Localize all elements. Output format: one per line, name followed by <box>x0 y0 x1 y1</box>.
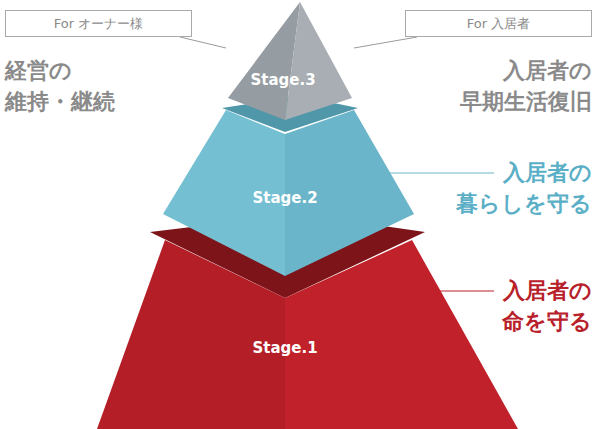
stage-shape <box>226 0 354 122</box>
caption-text: 入居者の 暮らしを守る <box>442 158 592 220</box>
target-box: For 入居者 <box>405 10 592 37</box>
target-label: For オーナー様 <box>54 15 143 33</box>
stage-face <box>97 240 285 429</box>
caption-text: 経営の 維持・継続 <box>5 56 135 118</box>
target-label: For 入居者 <box>467 15 530 33</box>
stage-label: Stage.2 <box>252 189 317 207</box>
target-box: For オーナー様 <box>5 10 192 37</box>
stage-face <box>285 2 352 120</box>
stage-face <box>285 240 518 429</box>
caption-text: 入居者の 早期生活復旧 <box>422 56 592 118</box>
pyramid-stage: Stage.3 <box>226 0 354 122</box>
caption-text: 入居者の 命を守る <box>442 276 592 338</box>
pyramid-stage: Stage.2 <box>160 95 416 278</box>
leader-connector <box>180 37 226 48</box>
stage-label: Stage.3 <box>250 71 315 89</box>
stage-shape <box>160 95 416 278</box>
leader-connector <box>354 37 417 48</box>
stage-label: Stage.1 <box>252 339 317 357</box>
